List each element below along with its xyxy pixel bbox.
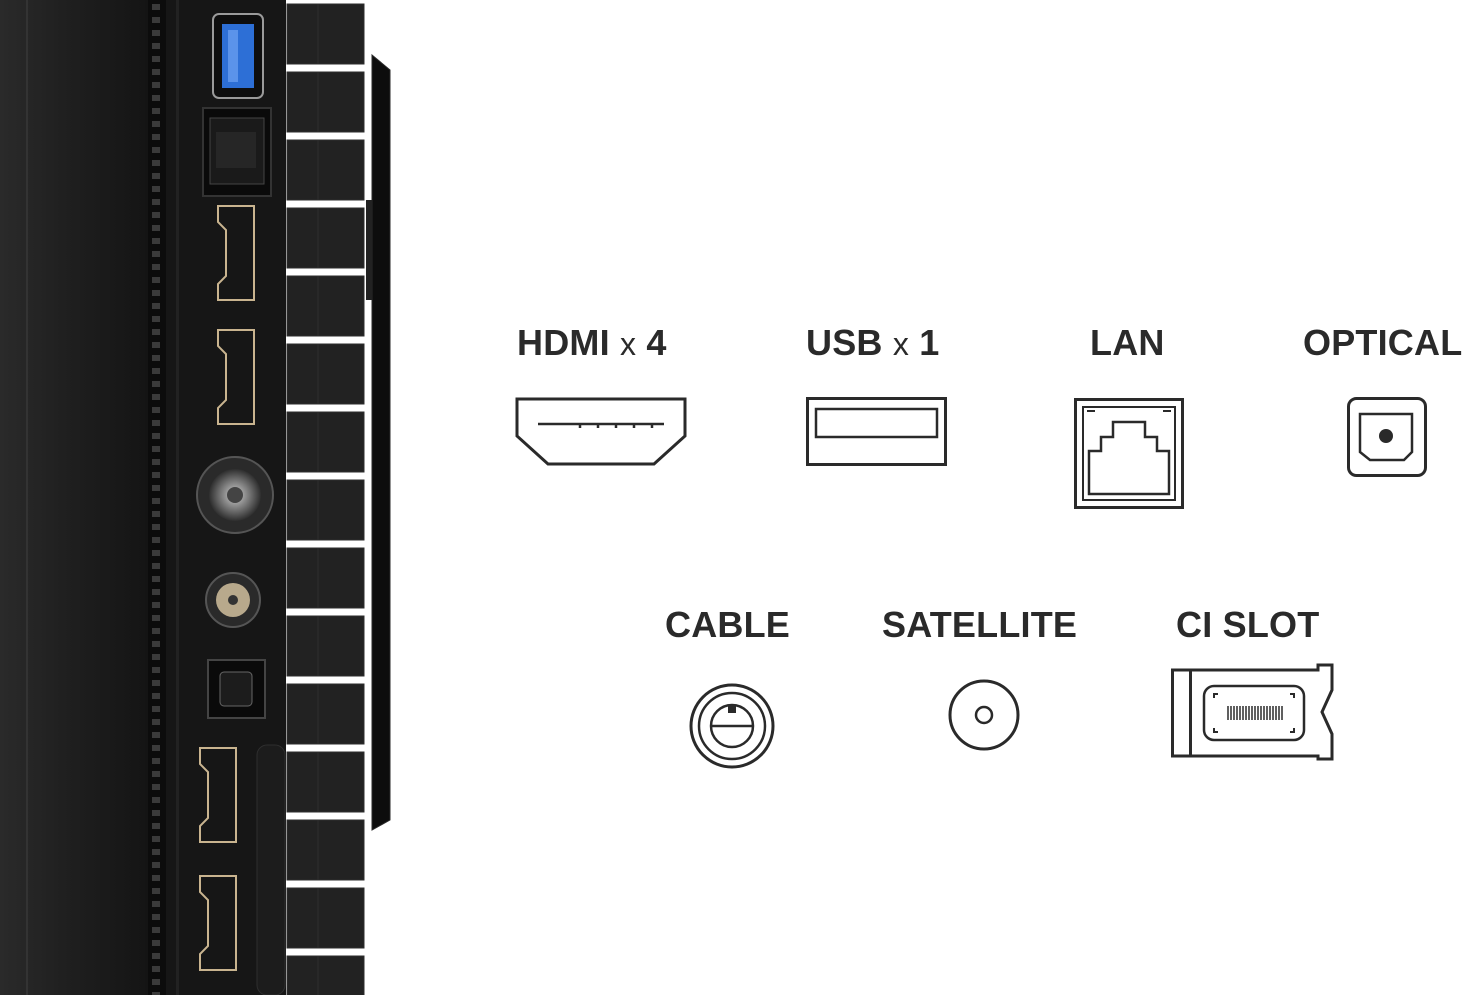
- ci-slot-label: CI SLOT: [1176, 604, 1320, 645]
- lan-icon: [1074, 398, 1184, 509]
- tv-side-panel-photo: [0, 0, 391, 995]
- hdmi-port-photo: [217, 329, 255, 425]
- hdmi-label: HDMI x 4: [517, 322, 667, 364]
- hdmi-count: 4: [646, 322, 667, 363]
- lan-port-photo: [202, 107, 272, 197]
- usb-port-photo: [212, 13, 264, 99]
- optical-label: OPTICAL: [1303, 322, 1463, 363]
- cable-port-photo: [196, 456, 274, 534]
- lan-label: LAN: [1090, 322, 1165, 363]
- hdmi-port-photo: [217, 205, 255, 301]
- satellite-label: SATELLITE: [882, 604, 1078, 645]
- hdmi-icon: [515, 397, 687, 466]
- hdmi-port-photo: [199, 747, 237, 843]
- usb-multiplier: x: [892, 326, 910, 362]
- usb-label: USB x 1: [806, 322, 939, 364]
- hdmi-name: HDMI: [517, 322, 610, 363]
- usb-name: USB: [806, 322, 883, 363]
- hdmi-multiplier: x: [620, 326, 637, 362]
- usb-icon: [806, 397, 947, 466]
- usb-count: 1: [919, 322, 940, 363]
- ci-slot-icon: [1171, 663, 1334, 761]
- satellite-port-photo: [205, 572, 261, 628]
- optical-port-photo: [207, 659, 266, 719]
- optical-icon: [1347, 397, 1427, 477]
- cable-icon: [689, 683, 775, 769]
- satellite-icon: [948, 679, 1020, 751]
- cable-label: CABLE: [665, 604, 790, 645]
- hdmi-port-photo: [199, 875, 237, 971]
